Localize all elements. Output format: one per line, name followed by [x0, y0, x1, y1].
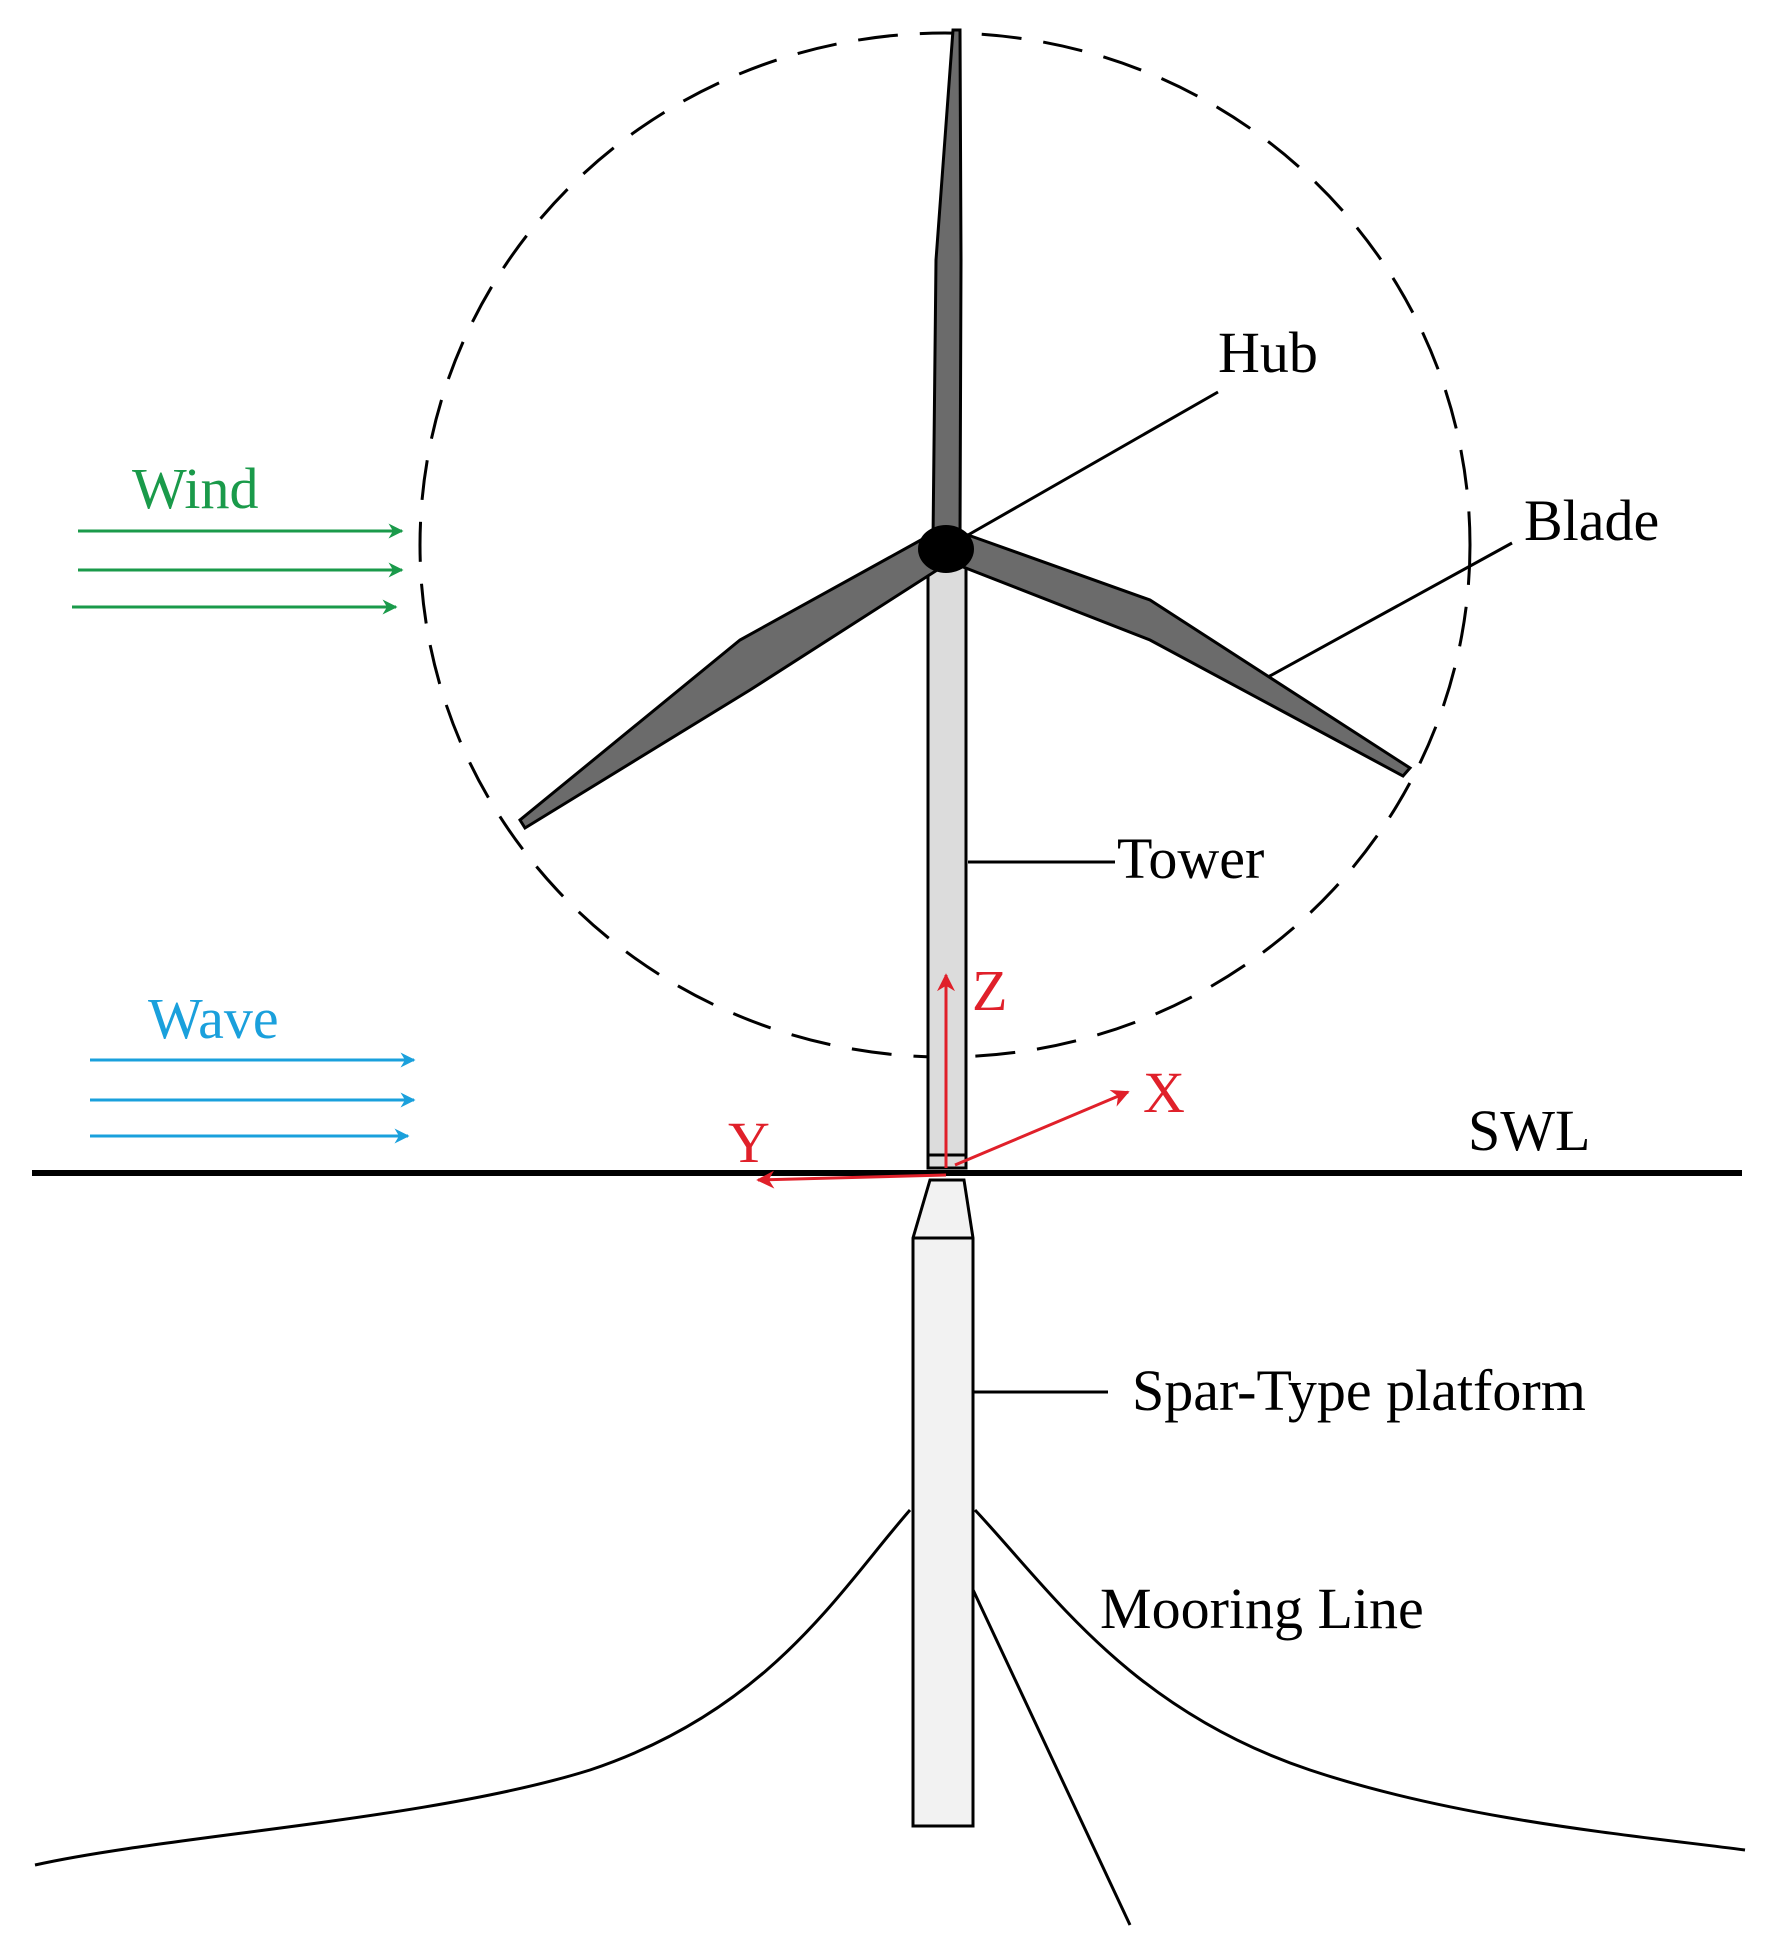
wind-label: Wind — [132, 456, 259, 521]
coordinate-axes — [756, 973, 1130, 1189]
tower-label: Tower — [1117, 826, 1264, 891]
mooring-line-right — [973, 1508, 1746, 1852]
hub-leader-line — [967, 390, 1219, 537]
wave-label: Wave — [148, 986, 279, 1051]
platform-label: Spar-Type platform — [1132, 1358, 1586, 1423]
blade-left — [518, 532, 947, 831]
wave-arrows — [90, 1052, 416, 1144]
z-axis-label: Z — [972, 958, 1007, 1023]
mooring-line-left — [34, 1509, 912, 1867]
x-axis-arrow — [954, 1090, 1130, 1167]
wind-arrows — [72, 523, 404, 615]
hub-label: Hub — [1218, 320, 1318, 385]
blade-label: Blade — [1524, 488, 1659, 553]
swl-label: SWL — [1468, 1098, 1590, 1163]
spar-type-platform — [911, 1178, 975, 1828]
y-axis-arrow — [756, 1170, 947, 1189]
hub — [918, 525, 974, 573]
mooring-label: Mooring Line — [1100, 1576, 1424, 1641]
blade-top — [931, 28, 963, 542]
mooring-leader-line — [943, 1529, 1132, 1926]
x-axis-label: X — [1143, 1060, 1185, 1125]
blade-right — [956, 533, 1413, 778]
blade-leader-line — [1267, 541, 1513, 679]
y-axis-label: Y — [728, 1110, 770, 1175]
